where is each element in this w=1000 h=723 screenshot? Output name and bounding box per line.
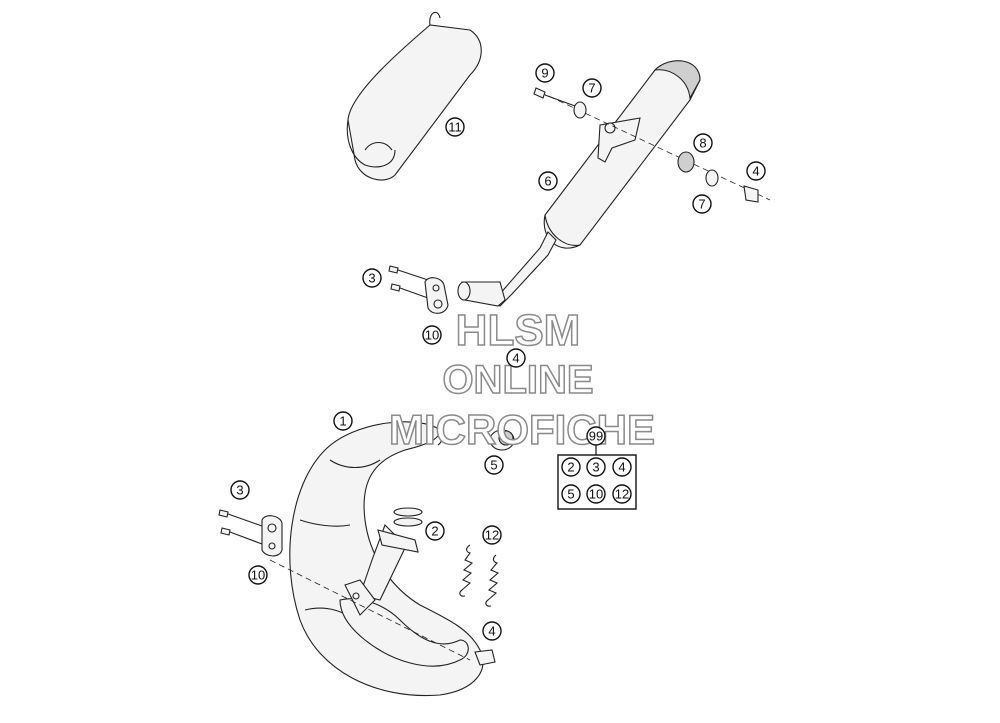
callout-10-top-label: 10 (425, 328, 439, 343)
connection-sleeve-part (489, 429, 515, 451)
callout-7-top[interactable]: 7 (582, 78, 602, 98)
watermark-line-3: MICROFICHE (389, 406, 655, 453)
callout-4-middle-label: 4 (512, 351, 519, 366)
callout-7-bottom-label: 7 (698, 197, 705, 212)
callout-8[interactable]: 8 (693, 133, 713, 153)
callout-1-label: 1 (339, 414, 346, 429)
callout-7-top-label: 7 (588, 81, 595, 96)
kit-item-2: 3 (592, 460, 599, 475)
callout-3-top-label: 3 (368, 271, 375, 286)
callout-3-bottom[interactable]: 3 (230, 480, 250, 500)
callout-5[interactable]: 5 (484, 455, 504, 475)
callout-8-label: 8 (699, 136, 706, 151)
callout-9-label: 9 (541, 66, 548, 81)
kit-99-callout[interactable]: 99 2 3 4 5 10 12 (557, 426, 637, 510)
callout-11-label: 11 (448, 120, 462, 135)
watermark-line-1: HLSM (456, 306, 581, 355)
kit-item-3: 4 (618, 460, 625, 475)
callout-9[interactable]: 9 (535, 63, 555, 83)
upper-bracket-hardware (388, 265, 449, 314)
callout-6[interactable]: 6 (538, 171, 558, 191)
kit-99-label: 99 (589, 429, 603, 444)
lower-bracket-hardware (218, 509, 496, 666)
silencer-mount-hardware (533, 87, 771, 203)
callout-12[interactable]: 12 (482, 525, 502, 545)
callout-4-bottom-label: 4 (488, 624, 495, 639)
heat-sleeve-part (346, 11, 482, 181)
callout-10-bottom-label: 10 (251, 568, 265, 583)
callout-3-bottom-label: 3 (236, 483, 243, 498)
callout-3-top[interactable]: 3 (362, 268, 382, 288)
exhaust-springs (459, 544, 500, 607)
kit-item-1: 2 (567, 460, 574, 475)
callout-4-middle[interactable]: 4 (506, 348, 526, 368)
callout-4-top[interactable]: 4 (746, 161, 766, 181)
callout-10-bottom[interactable]: 10 (248, 565, 268, 585)
callout-6-label: 6 (544, 174, 551, 189)
callout-2-label: 2 (431, 524, 438, 539)
manifold-part (289, 421, 484, 697)
callout-4-top-label: 4 (752, 164, 759, 179)
callout-7-bottom[interactable]: 7 (692, 194, 712, 214)
callout-10-top[interactable]: 10 (422, 325, 442, 345)
callout-12-label: 12 (485, 528, 499, 543)
kit-item-6: 12 (615, 487, 629, 502)
callout-4-bottom[interactable]: 4 (482, 621, 502, 641)
callout-2[interactable]: 2 (425, 521, 445, 541)
gasket-part (393, 507, 423, 527)
kit-item-5: 10 (589, 487, 603, 502)
kit-item-4: 5 (567, 487, 574, 502)
silencer-part (457, 60, 701, 307)
callout-11[interactable]: 11 (445, 117, 465, 137)
callout-5-label: 5 (490, 458, 497, 473)
callout-1[interactable]: 1 (333, 411, 353, 431)
